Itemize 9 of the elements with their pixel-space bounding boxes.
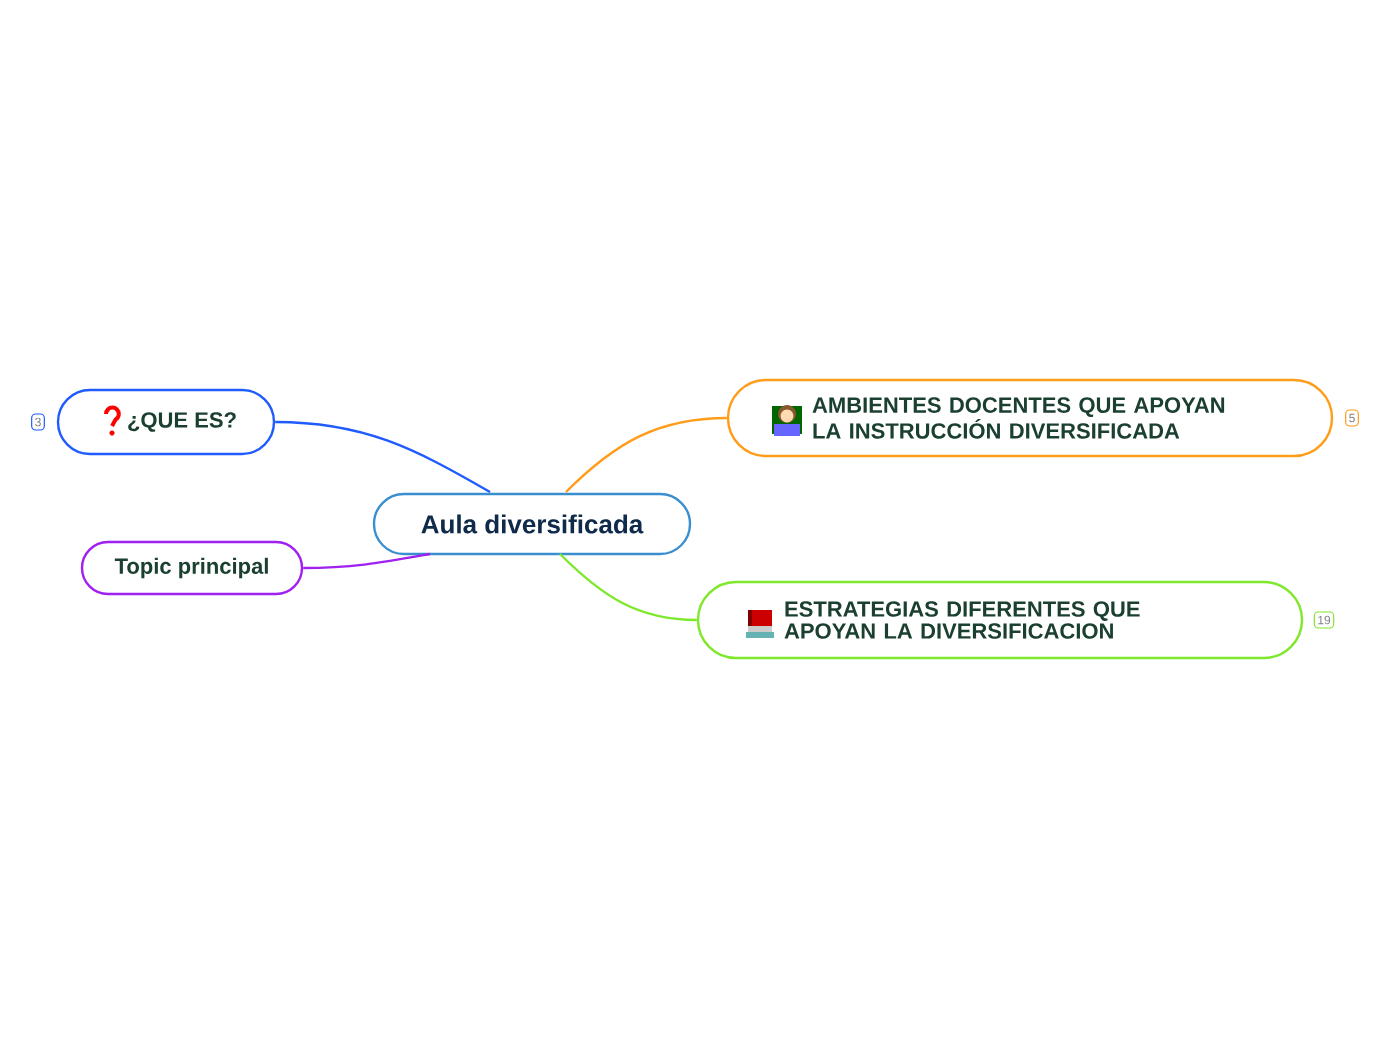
topic-box: ¿QUE ES? <box>56 388 276 456</box>
topic-box: Topic principal <box>80 540 304 596</box>
branch-line <box>275 420 491 494</box>
topic-box: AMBIENTES DOCENTES QUE APOYAN LA INSTRUCCIÓN DIVERSIFICADA <box>726 378 1334 458</box>
branch-line <box>565 416 727 493</box>
branch-line <box>559 553 697 622</box>
central-topic-box: Aula diversificada <box>372 492 692 556</box>
topic-box: ESTRATEGIAS DIFERENTES QUE APOYAN LA DIVERSIFICACION <box>696 580 1304 660</box>
branch-line <box>303 552 431 570</box>
